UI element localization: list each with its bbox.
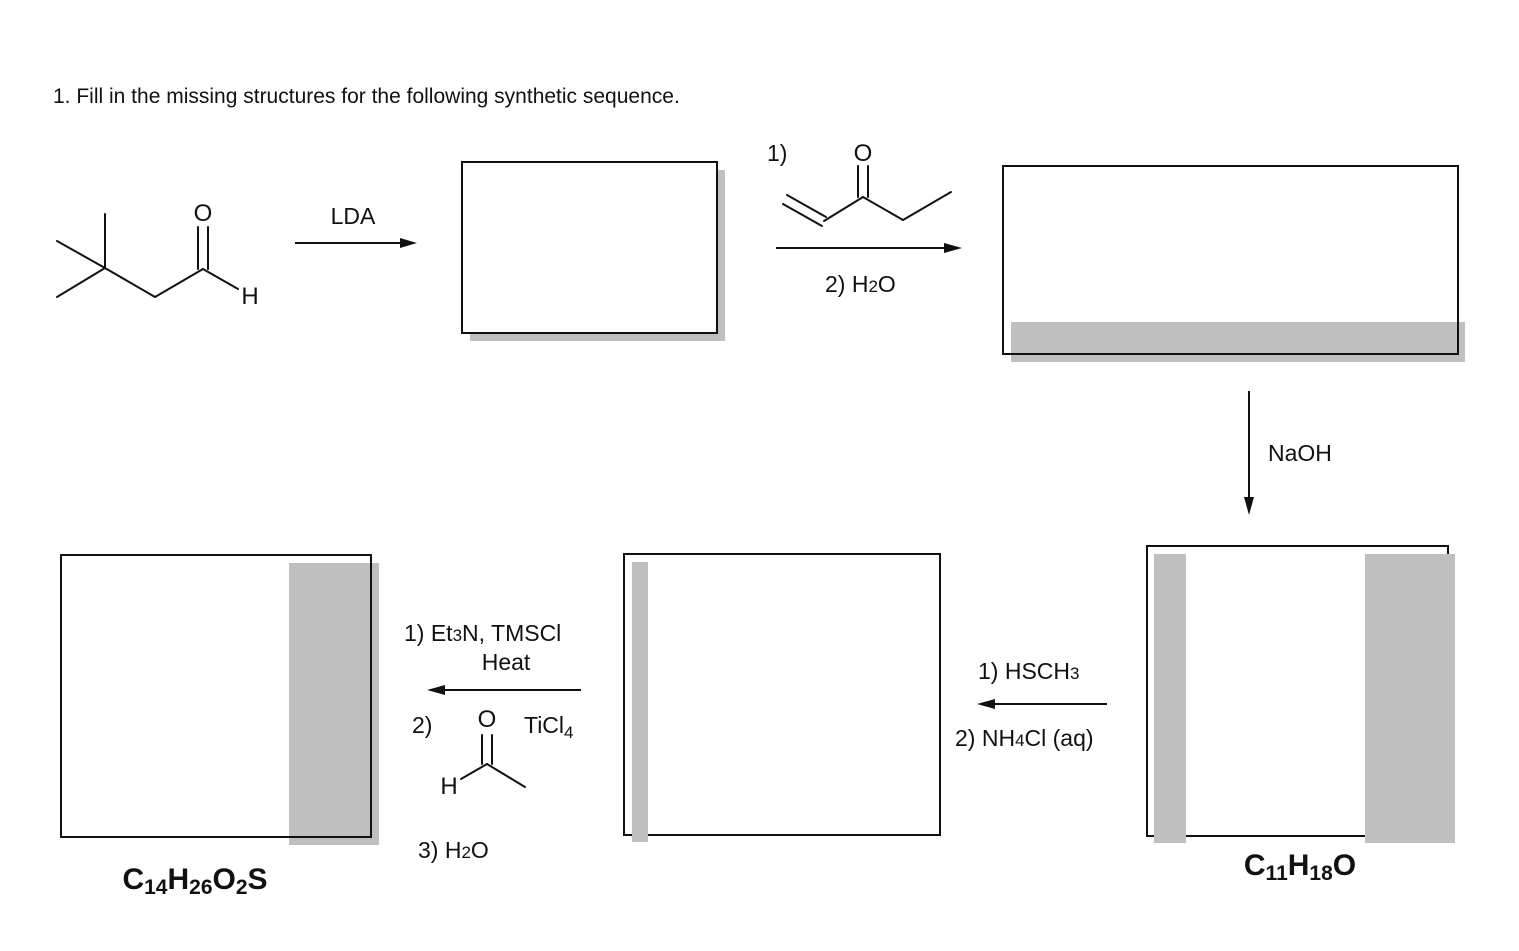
- bond: [56, 240, 106, 269]
- reaction-arrow-5: [427, 685, 581, 695]
- bond: [104, 267, 156, 298]
- reagent-ticl4: TiCl4: [524, 712, 574, 742]
- reagent-lda: LDA: [331, 203, 376, 229]
- reaction-arrow-4: [977, 699, 1107, 709]
- reagent-naoh: NaOH: [1268, 440, 1332, 466]
- bond: [862, 196, 904, 221]
- reaction-arrow-2: [776, 243, 962, 253]
- answer-box-5[interactable]: [60, 554, 379, 845]
- bond: [486, 763, 526, 788]
- question-text: 1. Fill in the missing structures for th…: [53, 85, 680, 108]
- step5-line3: 3) H2O: [418, 837, 489, 863]
- formula-c14h26o2s: C14H26O2S: [122, 863, 267, 899]
- bond: [786, 194, 827, 218]
- step4-line1: 1) HSCH3: [978, 658, 1079, 684]
- ethyl-vinyl-ketone-structure: O: [782, 140, 952, 227]
- acetaldehyde-structure: O H: [440, 706, 526, 800]
- bond: [202, 268, 239, 290]
- answer-box-3[interactable]: [1146, 545, 1455, 843]
- formula-c11h18o: C11H18O: [1244, 849, 1356, 885]
- starting-material-structure: O H: [56, 200, 259, 310]
- answer-box-1[interactable]: [461, 161, 725, 341]
- step4-line2: 2) NH4Cl (aq): [955, 725, 1094, 751]
- answer-box-4[interactable]: [623, 553, 941, 842]
- step2-label-2: 2) H2O: [825, 271, 896, 297]
- reaction-arrow-3: [1244, 391, 1254, 515]
- bond: [460, 763, 488, 780]
- bond: [823, 196, 864, 222]
- step5-heat: Heat: [482, 649, 531, 675]
- answer-box-2[interactable]: [1002, 165, 1465, 362]
- bond: [154, 268, 204, 298]
- oxygen-atom-label: O: [854, 140, 873, 167]
- reaction-arrow-1: [295, 238, 417, 248]
- oxygen-atom-label: O: [194, 200, 213, 227]
- step5-line1: 1) Et3N, TMSCl: [404, 620, 561, 646]
- step5-label-2: 2): [412, 712, 432, 738]
- hydrogen-atom-label: H: [241, 283, 258, 310]
- bond: [56, 267, 106, 298]
- step2-label-1: 1): [767, 140, 787, 166]
- hydrogen-atom-label: H: [440, 773, 457, 800]
- bond: [902, 191, 952, 221]
- oxygen-atom-label: O: [478, 706, 497, 733]
- bond: [782, 203, 823, 227]
